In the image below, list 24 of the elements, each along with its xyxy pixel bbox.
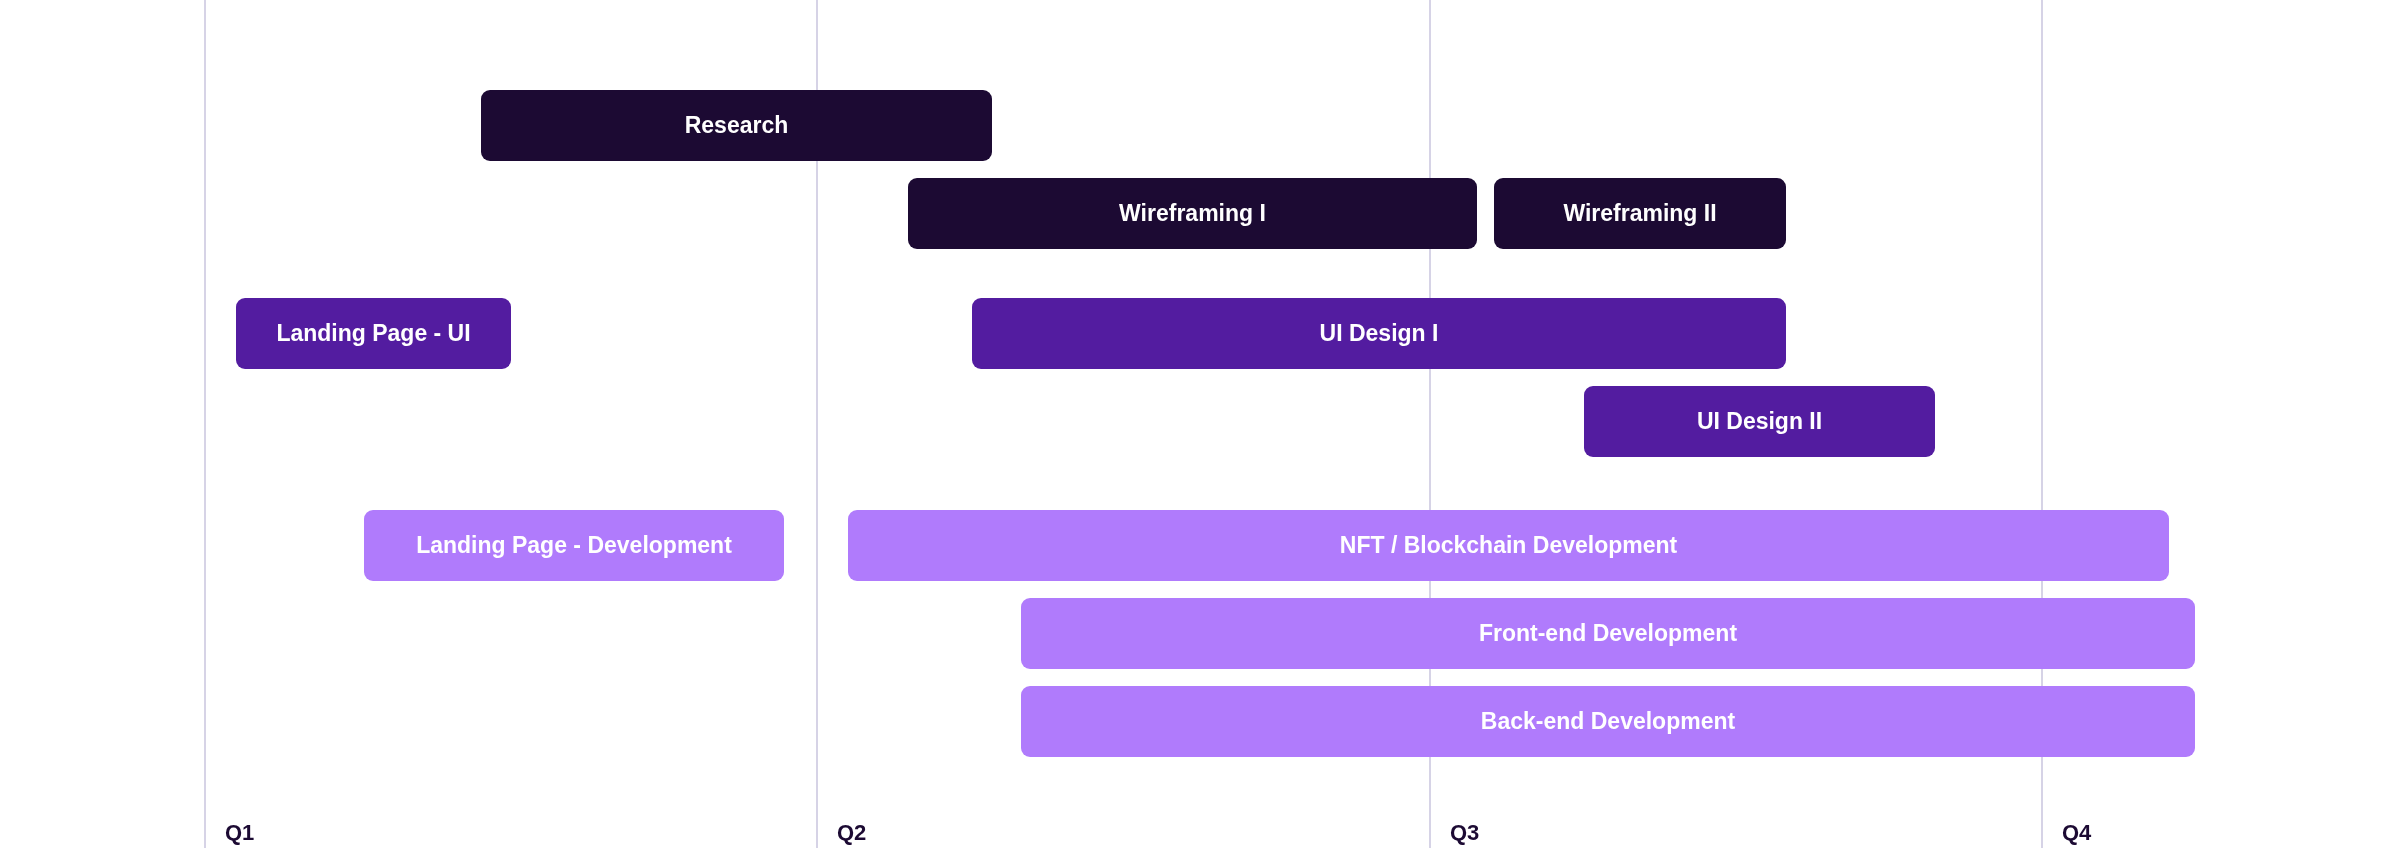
task-label: NFT / Blockchain Development bbox=[1339, 532, 1678, 559]
task-label: Back-end Development bbox=[1480, 708, 1736, 735]
task-label: Wireframing II bbox=[1563, 200, 1717, 227]
quarter-label: Q4 bbox=[2062, 820, 2092, 846]
task-label: UI Design I bbox=[1319, 320, 1439, 347]
task-bar bbox=[848, 510, 2169, 581]
task-bar bbox=[481, 90, 992, 161]
task-bar bbox=[972, 298, 1786, 369]
task-bar bbox=[236, 298, 511, 369]
task-bar bbox=[908, 178, 1477, 249]
task-label: Front-end Development bbox=[1478, 620, 1738, 647]
task-label: Research bbox=[684, 112, 789, 139]
quarter-label: Q2 bbox=[837, 820, 867, 846]
task-bar bbox=[1494, 178, 1786, 249]
quarter-label: Q3 bbox=[1450, 820, 1480, 846]
task-bar bbox=[1021, 598, 2195, 669]
task-bar bbox=[1584, 386, 1935, 457]
task-label: Landing Page - Development bbox=[416, 532, 732, 559]
task-label: UI Design II bbox=[1696, 408, 1823, 435]
task-bar bbox=[364, 510, 784, 581]
task-bar bbox=[1021, 686, 2195, 757]
task-label: Wireframing I bbox=[1119, 200, 1266, 227]
task-label: Landing Page - UI bbox=[276, 320, 471, 347]
quarter-label: Q1 bbox=[225, 820, 255, 846]
